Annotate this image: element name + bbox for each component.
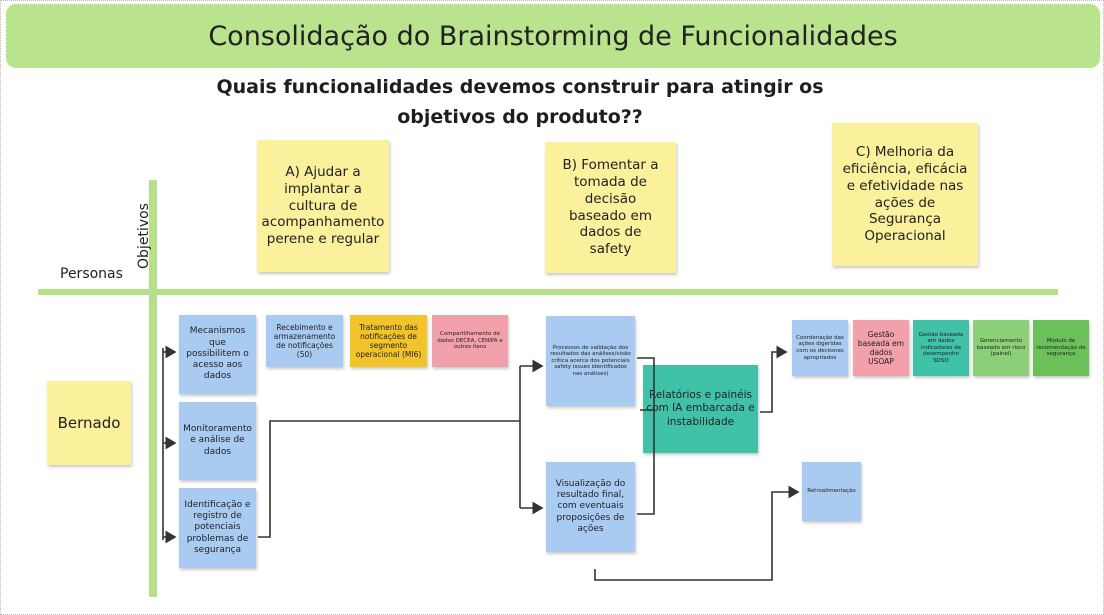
note-identificacao[interactable]: Identificação e registro de potenciais p… <box>179 488 256 568</box>
note-modulo[interactable]: Módulo de recomendação de segurança <box>1033 320 1089 376</box>
note-monitoramento[interactable]: Monitoramento e análise de dados <box>179 402 256 480</box>
question-line-2: objetivos do produto?? <box>397 106 643 128</box>
vertical-axis-line <box>149 180 157 597</box>
objective-a-note[interactable]: A) Ajudar a implantar a cultura de acomp… <box>257 140 389 272</box>
note-gerenciamento[interactable]: Gerenciamento baseado em risco (painel) <box>973 320 1029 376</box>
note-compartilhamento[interactable]: Compartilhamento de dados DECEA, CENIPA … <box>432 315 508 367</box>
horizontal-axis-line <box>38 289 1058 295</box>
objective-c-note[interactable]: C) Melhoria da eficiência, eficácia e ef… <box>832 123 978 266</box>
note-recebimento[interactable]: Recebimento e armazenamento de notificaç… <box>266 315 343 367</box>
persona-bernado-note[interactable]: Bernado <box>47 381 131 465</box>
connector-relatorios-bracket <box>760 345 788 413</box>
objective-b-note[interactable]: B) Fomentar a tomada de decisão baseado … <box>545 142 676 273</box>
note-mecanismos[interactable]: Mecanismos que possibilitem o acesso aos… <box>179 315 256 394</box>
note-relatorios[interactable]: Relatórios e painéis com IA embarcada e … <box>643 365 758 453</box>
board-title: Consolidação do Brainstorming de Funcion… <box>6 4 1100 68</box>
question-line-1: Quais funcionalidades devemos construir … <box>216 76 824 98</box>
note-retroalimentacao[interactable]: Retroalimentação <box>802 462 861 521</box>
connector-identificacao-to-split <box>258 420 520 538</box>
personas-axis-label: Personas <box>60 266 123 282</box>
connector-visualizacao-to-relatorios <box>637 409 655 515</box>
connector-processos-to-relatorios <box>637 357 655 410</box>
note-tratamento[interactable]: Tratamento das notificações de segmento … <box>350 315 427 367</box>
guiding-question: Quais funcionalidades devemos construir … <box>150 72 890 132</box>
connector-bottom-loop <box>594 485 800 581</box>
note-gestao-sdso[interactable]: Gestão baseada em dados indicadores de d… <box>913 320 969 376</box>
note-processos[interactable]: Processos de validação dos resultados da… <box>546 316 635 406</box>
note-coordenacao[interactable]: Coordenação das ações digeridas com os d… <box>792 320 848 376</box>
note-visualizacao[interactable]: Visualização do resultado final, com eve… <box>546 462 635 552</box>
note-gestao-usoap[interactable]: Gestão baseada em dados USOAP <box>853 320 909 376</box>
